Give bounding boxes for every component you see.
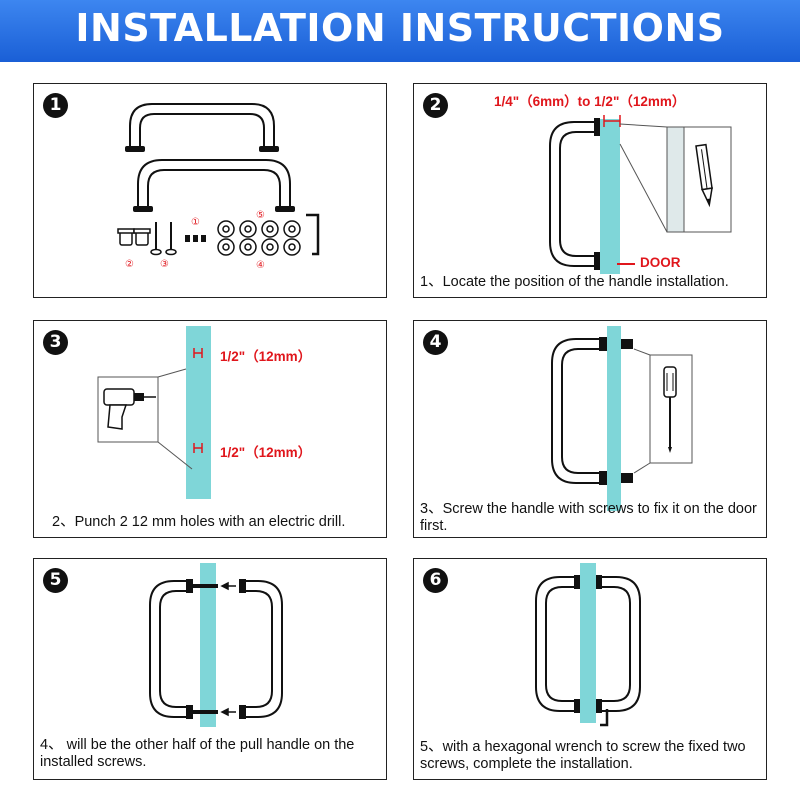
step-badge: 1 [43,93,68,118]
hole-top-size: 1/2"（12mm） [220,349,312,364]
step-2-panel: 2 1/4"（6mm）to 1/2"（12mm） DOOR 1、Locate t… [413,83,767,298]
label-caps: ⑤ [256,210,265,221]
hole-bottom-size: 1/2"（12mm） [220,445,312,460]
hex-wrench-icon [600,709,609,727]
glass-door [580,563,596,723]
step-4-panel: 4 3、Screw the handle with screws to fix … [413,320,767,538]
locate-illustration [549,115,732,274]
glass-door [186,326,211,499]
glass-door [607,326,621,511]
title-banner: INSTALLATION INSTRUCTIONS [0,0,800,62]
glass-door [200,563,216,727]
step-caption: 2、Punch 2 12 mm holes with an electric d… [52,514,346,530]
door-label: DOOR [640,255,681,270]
glass-door [600,119,620,274]
drill-icon [103,388,156,430]
step-badge: 3 [43,330,68,355]
step-caption: 1、Locate the position of the handle inst… [420,274,729,290]
step-caption: 3、Screw the handle with screws to fix it… [420,501,757,534]
step-badge: 6 [423,568,448,593]
pencil-icon [695,143,713,208]
mount-other-half-illustration [149,563,283,727]
label-small-screws: ① [191,217,200,228]
step-badge: 2 [423,93,448,118]
step-6-panel: 6 5、with a hexagonal wrench to screw the… [413,558,767,780]
page-title: INSTALLATION INSTRUCTIONS [75,6,725,50]
screw-illustration [551,326,693,511]
label-bases: ② [125,259,134,270]
step-5-panel: 5 4、 will be the other half of the pull … [33,558,387,780]
step-caption: 5、with a hexagonal wrench to screw the f… [420,739,746,772]
step-3-panel: 3 1/2"（12mm） 1/2"（12mm） 2、Punch 2 12 mm … [33,320,387,538]
offset-measurement: 1/4"（6mm）to 1/2"（12mm） [494,94,686,109]
label-long-screws: ③ [160,259,169,270]
step-caption: 4、 will be the other half of the pull ha… [40,737,355,770]
screwdriver-icon [663,366,677,453]
label-washers: ④ [256,260,265,271]
parts-illustration: ① ② ③ ④ ⑤ [117,103,320,271]
step-badge: 4 [423,330,448,355]
drill-illustration [97,326,211,499]
tighten-illustration [535,563,641,727]
step-badge: 5 [43,568,68,593]
step-1-panel: 1 [33,83,387,298]
